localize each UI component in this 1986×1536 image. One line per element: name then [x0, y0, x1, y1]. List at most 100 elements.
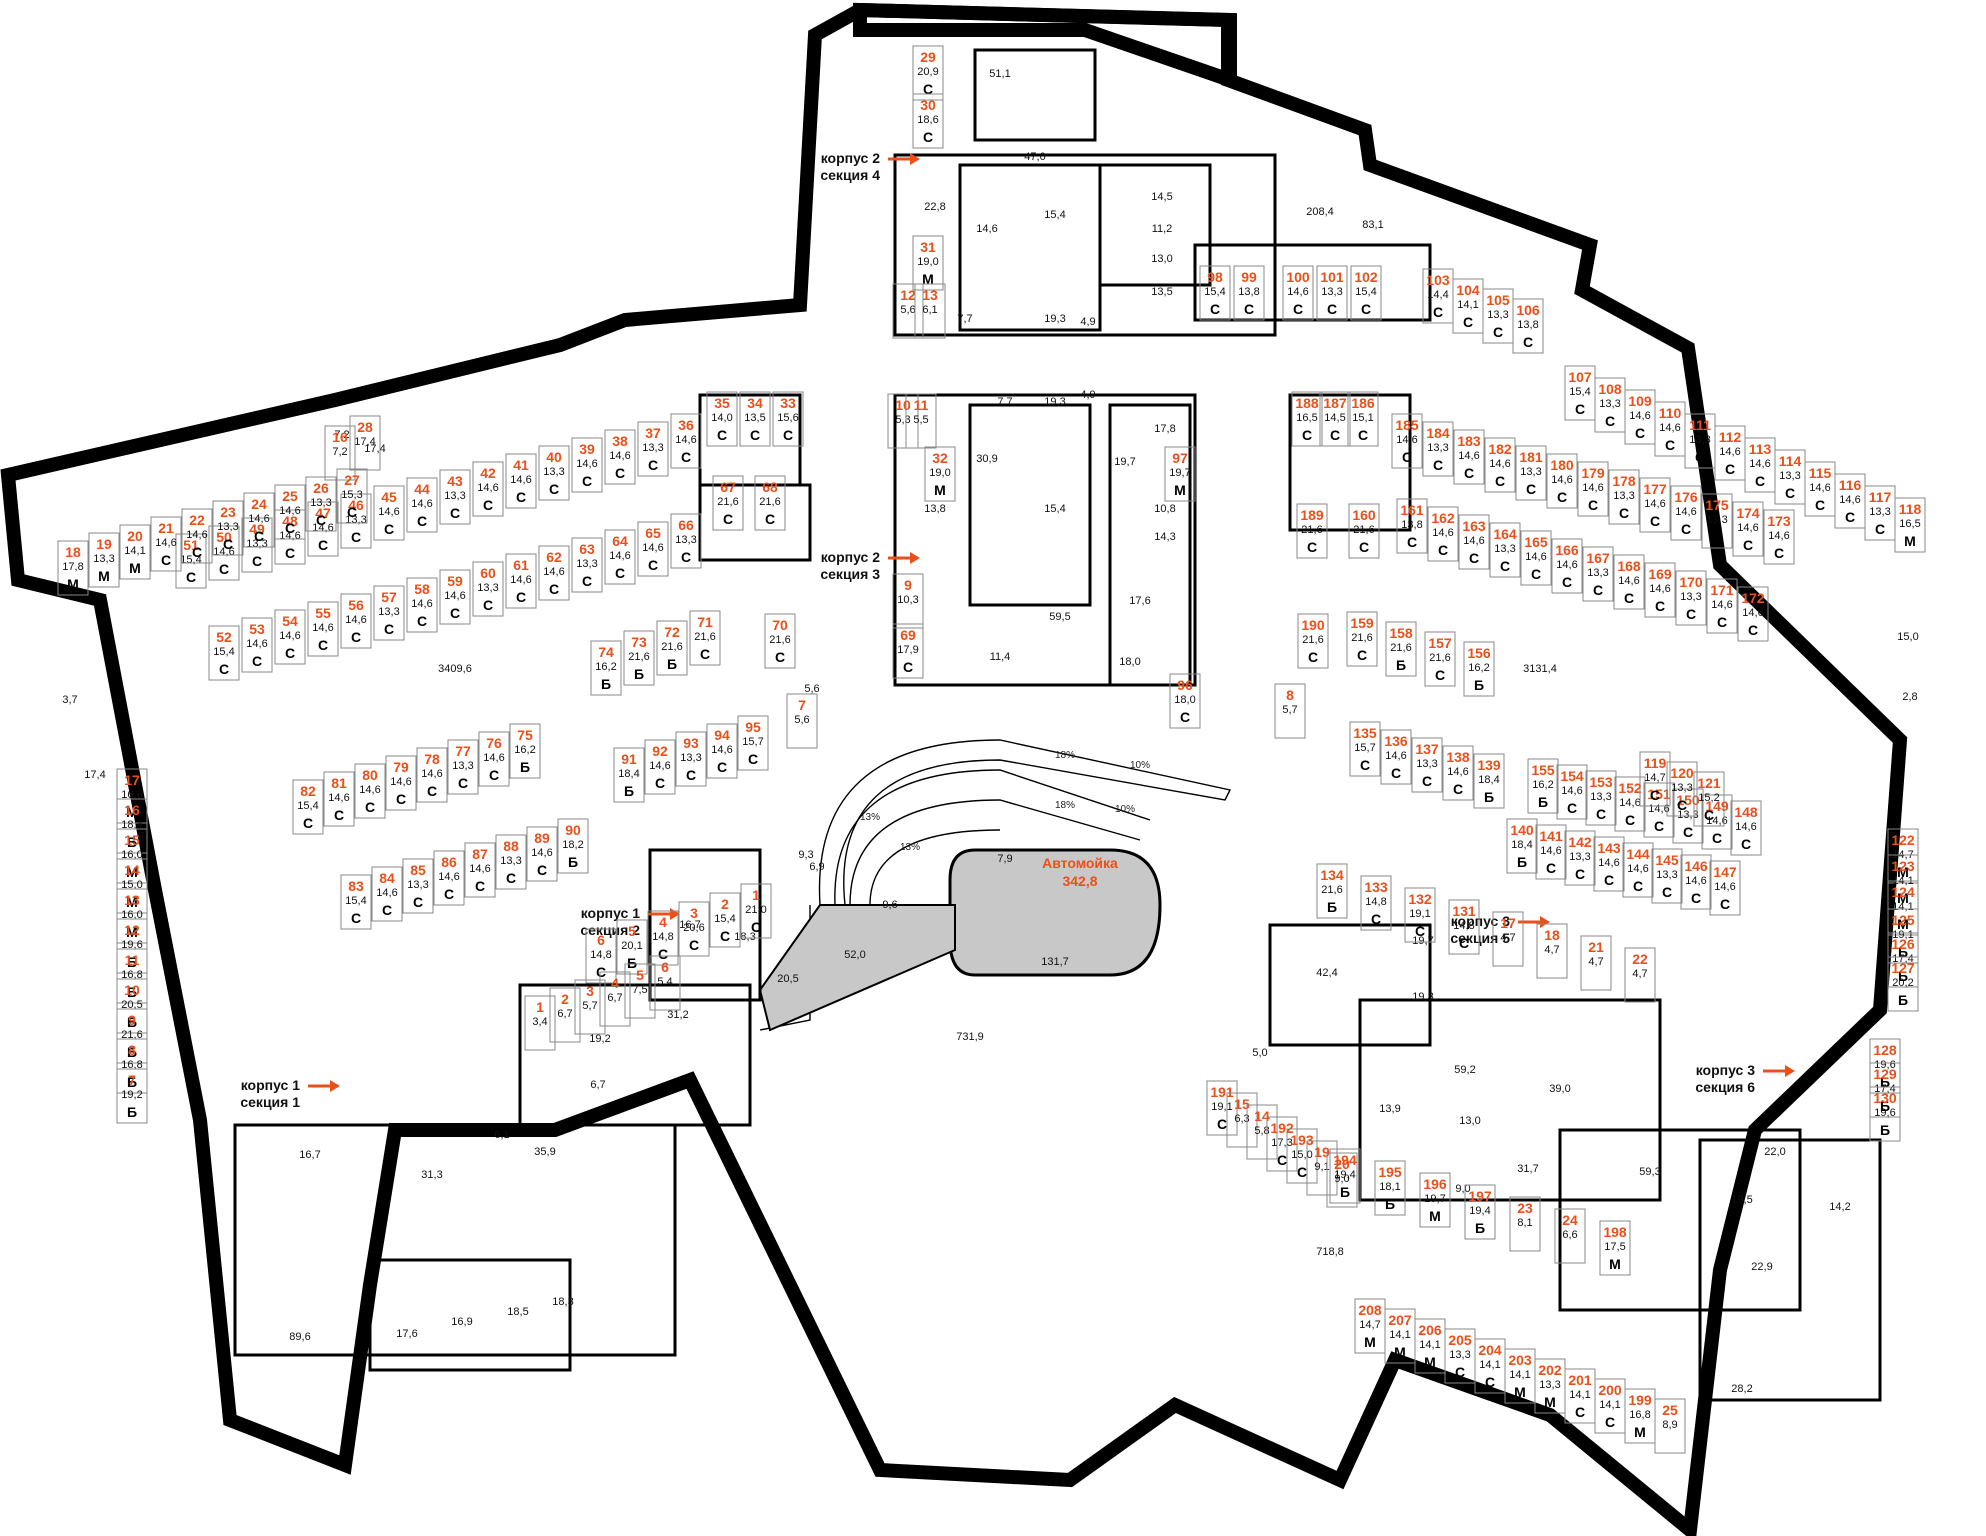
parking-spot-outline	[604, 429, 636, 485]
tech-room-area: 10,8	[1154, 503, 1175, 515]
parking-spot-area: 16,8	[121, 969, 142, 981]
parking-spot-outline	[1291, 391, 1323, 447]
parking-spot-number: 128	[1873, 1042, 1897, 1058]
parking-spot-type: С	[1293, 301, 1303, 317]
parking-spot-number: 111	[1689, 417, 1711, 433]
parking-spot: 156,3	[1226, 1092, 1258, 1148]
parking-spot-type: М	[1514, 1384, 1526, 1400]
parking-spot-outline	[1306, 1140, 1338, 1196]
parking-spot-number: 39	[579, 441, 595, 457]
parking-spot-type: С	[1619, 505, 1629, 521]
parking-spot-area: 5,3	[895, 414, 910, 426]
parking-spot-area: 13,3	[642, 442, 663, 454]
parking-spot-type: С	[717, 427, 727, 443]
parking-spot-outline	[212, 500, 244, 556]
parking-spot-outline	[1887, 956, 1919, 1012]
section-arrowhead	[1540, 916, 1550, 928]
tech-room-area: 5,6	[804, 683, 819, 695]
parking-spot: 167,2	[324, 425, 356, 481]
tower-top-wall	[853, 2, 1237, 90]
parking-spot-type: С	[1604, 872, 1614, 888]
parking-spot: 224,7	[1624, 947, 1656, 1003]
section-label: корпус 1	[581, 905, 640, 921]
parking-spot-area: 13,3	[1677, 809, 1698, 821]
parking-spot-area: 19,6	[121, 939, 142, 951]
parking-spot-area: 14,6	[1582, 482, 1603, 494]
parking-spot-type: С	[1360, 757, 1370, 773]
parking-spot-outline	[1580, 935, 1612, 991]
parking-spot: 520,1Б	[616, 919, 648, 975]
parking-spot-number: 134	[1320, 867, 1344, 883]
parking-spot-number: 77	[455, 743, 471, 759]
parking-spot-area: 16,2	[1468, 662, 1489, 674]
parking-spot-number: 143	[1597, 840, 1621, 856]
parking-spot-number: 177	[1643, 481, 1667, 497]
parking-spot-type: С	[254, 528, 264, 544]
parking-spot-type: С	[1704, 807, 1714, 823]
parking-spot-number: 9	[904, 577, 912, 593]
tech-room-area: 6,9	[809, 861, 824, 873]
parking-spot-number: 7	[128, 1072, 136, 1088]
parking-spot-area: 14,6	[1675, 506, 1696, 518]
parking-spot-area: 13,3	[378, 606, 399, 618]
parking-spot-outline	[1643, 782, 1675, 838]
parking-spot-outline	[670, 413, 702, 469]
parking-spot-type: С	[1748, 622, 1758, 638]
section-label: секция 3	[820, 566, 880, 582]
parking-spot-area: 14,5	[1324, 412, 1345, 424]
tech-room-area: 17,8	[1154, 423, 1175, 435]
tech-room-area: 5,0	[1252, 1047, 1267, 1059]
parking-spot-area: 16,8	[1629, 1409, 1650, 1421]
parking-spot-number: 40	[546, 449, 562, 465]
parking-spot-type: С	[1371, 911, 1381, 927]
parking-spot-type: М	[1174, 482, 1186, 498]
parking-spot-number: 164	[1493, 526, 1517, 542]
parking-spot-type: С	[750, 427, 760, 443]
parking-spot-type: С	[1683, 824, 1693, 840]
parking-spot-number: 37	[645, 425, 661, 441]
parking-spot-outline	[495, 834, 527, 890]
parking-spot-area: 14,6	[1649, 583, 1670, 595]
parking-spot-type: Б	[127, 834, 137, 850]
parking-spot-number: 5	[628, 923, 636, 939]
tech-room-area: 19,7	[1114, 456, 1135, 468]
parking-spot-outline	[656, 620, 688, 676]
parking-spot-type: С	[417, 613, 427, 629]
parking-spot-number: 64	[612, 533, 628, 549]
zone-area: 3131,4	[1523, 663, 1557, 675]
parking-spot: 921,6Б	[116, 1008, 148, 1064]
parking-spot-area: 19,2	[121, 1089, 142, 1101]
parking-spot-number: 151	[1647, 786, 1671, 802]
parking-spot-number: 91	[621, 751, 637, 767]
zone-area: 718,8	[1316, 1246, 1344, 1258]
parking-spot-outline	[1608, 469, 1640, 525]
parking-spot-outline	[1512, 298, 1544, 354]
parking-spot-area: 14,6	[1619, 797, 1640, 809]
parking-spot-area: 14,1	[124, 545, 145, 557]
parking-spot-type: Б	[1898, 944, 1908, 960]
parking-spot-type: С	[1402, 449, 1412, 465]
section-label: секция 4	[820, 167, 880, 183]
parking-spot-outline	[1492, 911, 1524, 967]
parking-spot-number: 147	[1713, 864, 1737, 880]
parking-spot-area: 13,3	[407, 879, 428, 891]
parking-spot-type: С	[384, 621, 394, 637]
parking-spot-type: С	[483, 497, 493, 513]
tech-room-area: 14,2	[1829, 1201, 1850, 1213]
